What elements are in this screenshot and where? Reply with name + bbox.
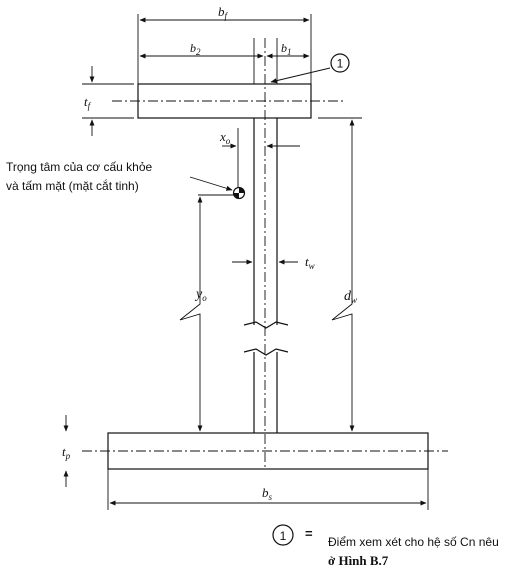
marker-1-number: 1: [337, 57, 344, 71]
marker-1-circle: [330, 53, 350, 73]
centroid-note-line1: Trọng tâm của cơ cấu khỏe: [6, 160, 152, 174]
web-break-upper: [243, 321, 289, 329]
web-upper: [253, 118, 278, 325]
label-xo: xo: [219, 129, 231, 146]
legend: 1 = Điểm xem xét cho hệ số Cn nêu ở Hình…: [272, 524, 499, 568]
label-bs: bs: [262, 485, 273, 502]
label-tp: tp: [62, 444, 71, 461]
centroid-note-line2: và tấm mặt (mặt cắt tinh): [6, 178, 139, 193]
label-tf: tf: [84, 94, 92, 111]
marker-leader: [270, 67, 331, 84]
centroid-symbol: [232, 186, 246, 200]
legend-symbol-number: 1: [280, 529, 287, 543]
legend-equals: =: [305, 526, 313, 541]
dw-break: [331, 278, 353, 330]
legend-symbol-circle: [272, 524, 294, 546]
label-bf: bf: [218, 4, 229, 21]
label-b2: b2: [190, 41, 201, 57]
label-b1: b1: [281, 41, 292, 57]
web-break-lower: [243, 348, 289, 356]
web-lower: [253, 352, 278, 433]
centroid-leader: [189, 176, 233, 191]
label-dw: dw: [344, 289, 357, 305]
legend-text-line2: ở Hình B.7: [328, 553, 389, 568]
label-tw: tw: [305, 254, 315, 271]
yo-break: [179, 278, 201, 330]
legend-text-line1: Điểm xem xét cho hệ số Cn nêu: [328, 535, 499, 549]
label-yo: yo: [194, 287, 207, 303]
